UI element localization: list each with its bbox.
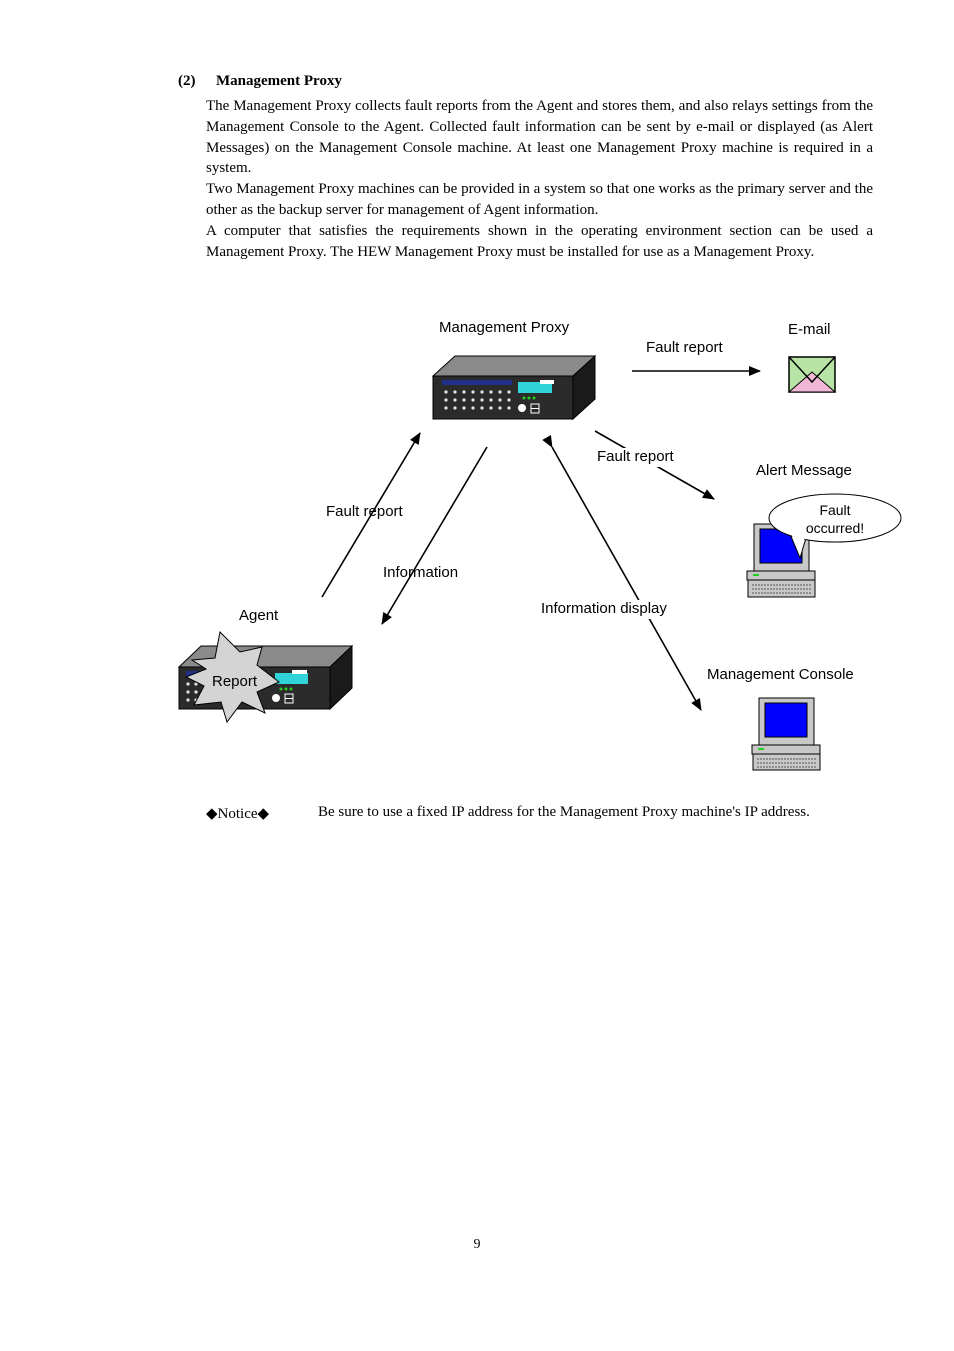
management-proxy-server-icon bbox=[431, 354, 597, 421]
arrow-console-proxy bbox=[542, 434, 702, 711]
page-number: 9 bbox=[473, 1237, 481, 1252]
console-label: Management Console bbox=[707, 666, 854, 683]
arrow-agent-to-proxy bbox=[321, 432, 421, 598]
proxy-label: Management Proxy bbox=[439, 319, 570, 336]
section-title: Management Proxy bbox=[216, 73, 342, 89]
paragraph-2: Two Management Proxy machines can be pro… bbox=[206, 181, 873, 218]
notice-marker: ◆Notice◆ bbox=[206, 806, 270, 822]
report-burst-label: Report bbox=[212, 673, 258, 690]
fault-report-alert-label: Fault report bbox=[597, 448, 674, 465]
architecture-diagram bbox=[177, 354, 902, 771]
agent-label: Agent bbox=[239, 607, 279, 624]
envelope-icon bbox=[787, 356, 837, 393]
balloon-text-line2: occurred! bbox=[805, 520, 865, 536]
information-display-label: Information display bbox=[541, 600, 667, 617]
fault-report-agent-label: Fault report bbox=[326, 503, 403, 520]
console-computer-icon bbox=[751, 697, 821, 771]
paragraph-3: A computer that satisfies the requiremen… bbox=[206, 223, 873, 260]
alert-message-label: Alert Message bbox=[756, 462, 852, 479]
section-number: (2) bbox=[178, 73, 196, 89]
information-label: Information bbox=[383, 564, 459, 581]
section-heading: (2) Management Proxy bbox=[178, 73, 342, 90]
balloon-text-line1: Fault bbox=[819, 502, 851, 518]
paragraph-1: The Management Proxy collects fault repo… bbox=[206, 98, 873, 177]
alert-balloon bbox=[768, 493, 902, 560]
email-label: E-mail bbox=[788, 321, 831, 338]
notice-text: Be sure to use a fixed IP address for th… bbox=[318, 804, 810, 820]
fault-report-email-label: Fault report bbox=[646, 339, 723, 356]
arrow-proxy-to-agent bbox=[381, 446, 488, 625]
report-burst-icon bbox=[184, 630, 280, 724]
